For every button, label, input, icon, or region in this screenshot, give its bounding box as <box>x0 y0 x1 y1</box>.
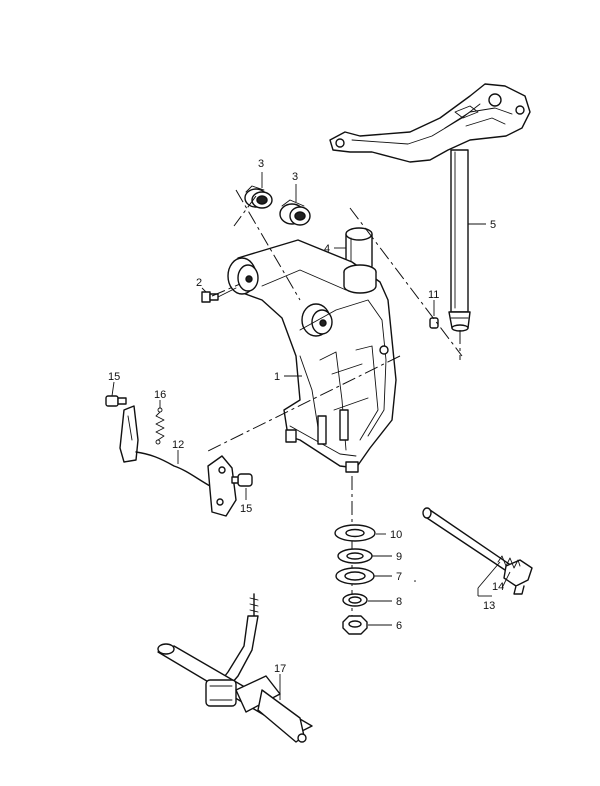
part-10-washer <box>334 524 376 542</box>
part-2-grease-fitting <box>201 287 237 303</box>
part-7-washer <box>335 567 375 585</box>
label-part-2: 2 <box>196 277 202 289</box>
label-part-9: 9 <box>396 551 402 563</box>
label-part-15-upper: 15 <box>108 371 120 383</box>
part-1-swivel-bracket <box>227 239 397 473</box>
label-part-1: 1 <box>274 371 280 383</box>
label-part-3-left: 3 <box>258 158 264 170</box>
part-11-clip <box>429 317 439 329</box>
part-3-bushing-left <box>244 185 273 209</box>
part-15-bolt-upper <box>105 395 127 407</box>
label-part-12: 12 <box>172 439 184 451</box>
part-9-washer <box>337 548 373 564</box>
label-part-11: 11 <box>428 289 439 301</box>
label-part-13: 13 <box>483 600 495 612</box>
label-part-16: 16 <box>154 389 166 401</box>
part-13-tilt-rod <box>422 507 533 595</box>
label-part-5: 5 <box>490 219 496 231</box>
label-part-10: 10 <box>390 529 402 541</box>
part-12-rod <box>135 451 211 487</box>
label-part-4: 4 <box>324 243 330 255</box>
lever-left <box>119 405 139 463</box>
part-8-lock-washer <box>342 593 368 607</box>
part-17-tube-assembly <box>157 593 313 743</box>
part-3-bushing-right <box>279 199 311 226</box>
label-part-14: 14 <box>492 581 504 593</box>
label-part-8: 8 <box>396 596 402 608</box>
part-5-steering-arm <box>329 83 531 332</box>
label-part-15-lower: 15 <box>240 503 252 515</box>
part-15-bolt-lower <box>231 473 253 487</box>
label-part-3-right: 3 <box>292 171 298 183</box>
label-part-17: 17 <box>274 663 286 675</box>
label-part-6: 6 <box>396 620 402 632</box>
stray-dot <box>414 580 416 582</box>
part-16-spring <box>155 407 165 445</box>
label-part-7: 7 <box>396 571 402 583</box>
lever-right <box>207 455 237 517</box>
part-14-spring <box>497 555 521 569</box>
part-6-nut <box>342 615 368 635</box>
